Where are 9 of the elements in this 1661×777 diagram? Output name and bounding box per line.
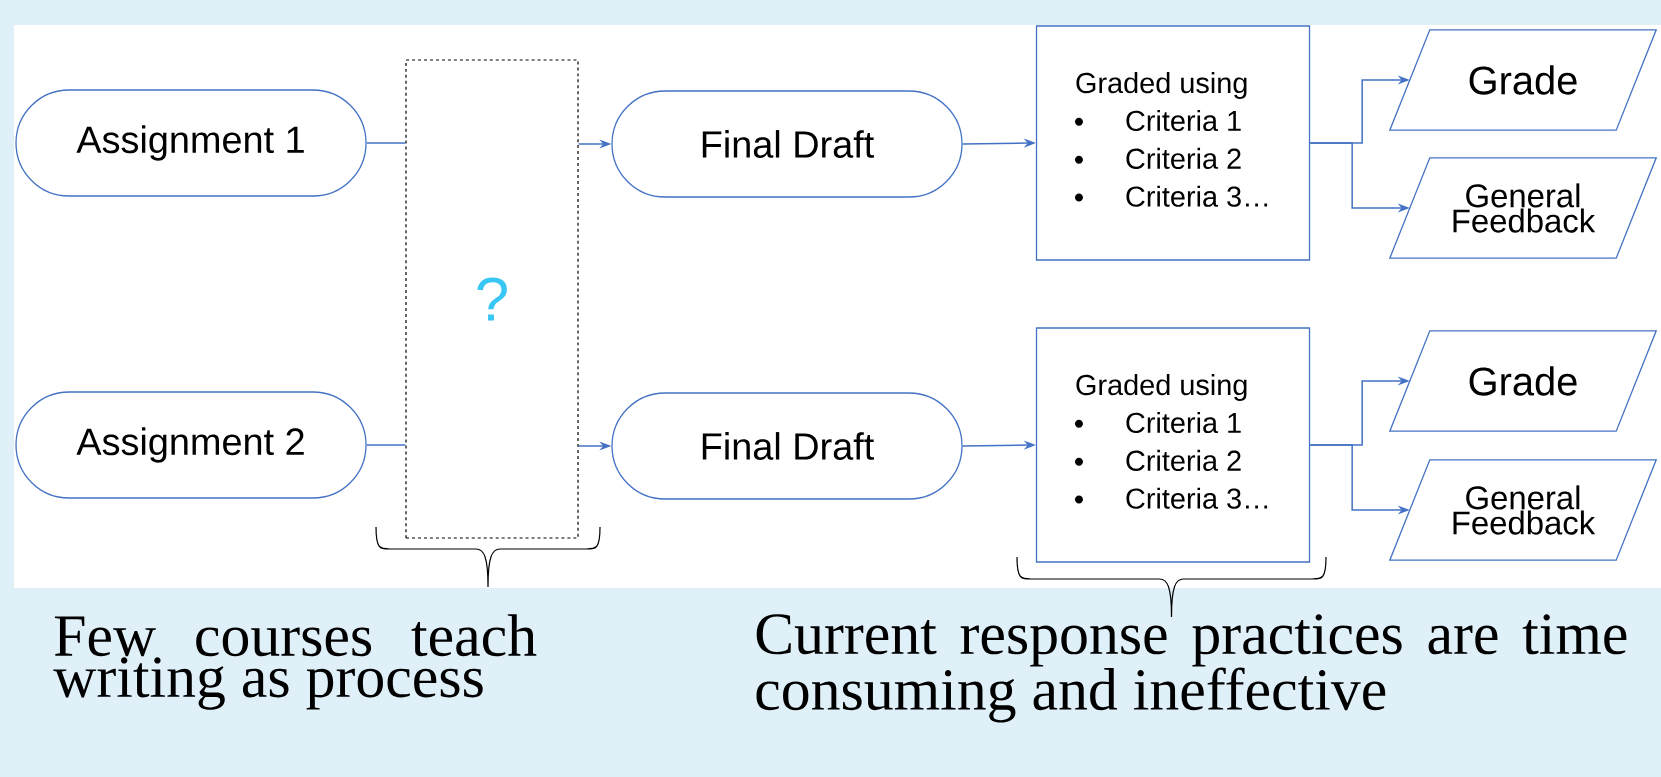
caption-text: Current response practices are time consuming and ineffective	[756, 614, 1627, 723]
dashed-box: ?	[405, 59, 579, 539]
terminal-box: Final Draft	[611, 90, 963, 198]
caption-text: Few courses teach writing as process	[53, 614, 537, 710]
terminal-box: Assignment 2	[15, 391, 367, 499]
terminal-box: Assignment 1	[15, 89, 367, 197]
process-box: Graded using Criteria 1 Criteria 2 Criteria 3…	[1035, 25, 1311, 261]
terminal-box: Final Draft	[611, 392, 963, 500]
process-box: Graded using Criteria 1 Criteria 2 Criteria 3…	[1035, 327, 1311, 563]
